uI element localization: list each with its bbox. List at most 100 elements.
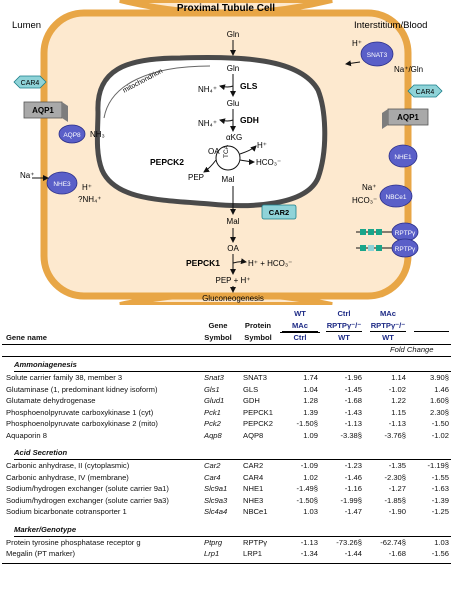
- pep-mito: PEP: [188, 173, 204, 182]
- section-title: Marker/Genotype: [14, 524, 77, 534]
- fold-change-cell: -1.39: [431, 495, 449, 505]
- protein-symbol-cell: RPTPγ: [243, 537, 268, 547]
- fold-change-cell: -1.27: [388, 484, 406, 493]
- fold-change-cell: -1.35: [388, 461, 406, 470]
- col2-bot: WT: [338, 333, 350, 342]
- glu-label: Glu: [227, 99, 239, 108]
- gene-symbol-cell: Car4: [204, 472, 221, 482]
- gene-symbol-cell: Slc4a4: [204, 507, 228, 516]
- fold-change-cell: -1.96: [344, 373, 362, 382]
- car4-left-label: CAR4: [21, 80, 40, 87]
- pep-h-cytoplasm: PEP + H⁺: [216, 276, 251, 285]
- fold-change-cell: -1.50: [431, 419, 449, 428]
- fold-change-cell: -1.13: [344, 419, 362, 428]
- aqp8-label: AQP8: [63, 132, 81, 139]
- fold-change-cell: 3.90§: [429, 373, 449, 382]
- mal-mito: Mal: [222, 175, 235, 184]
- mitochondrion: [94, 54, 328, 209]
- gln-cytoplasm: Gln: [227, 30, 239, 39]
- header-protein-2: Symbol: [244, 333, 272, 342]
- gene-name-cell: Aquaporin 8: [6, 430, 47, 440]
- nhe3-transporter: [46, 171, 78, 195]
- na-nhe3: Na⁺: [20, 171, 34, 180]
- col1-top: WT: [294, 309, 306, 318]
- fold-change-cell: -1.25: [431, 507, 449, 516]
- fold-change-cell: -1.34: [300, 549, 318, 558]
- aqp1-right-label: AQP1: [397, 113, 419, 122]
- na-nbc: Na⁺: [362, 183, 376, 192]
- fold-change-cell: 1.03: [434, 537, 449, 547]
- svg-text:RPTPγ: RPTPγ: [395, 246, 416, 253]
- protein-symbol-cell: CAR4: [243, 472, 264, 482]
- fold-change-cell: 1.04: [303, 384, 318, 394]
- gene-symbol-cell: Glud1: [204, 396, 225, 405]
- fold-change-cell: -2.30§: [384, 472, 406, 482]
- car4-right-label: CAR4: [416, 89, 435, 96]
- gene-name-cell: Glutaminase (1, predominant kidney isofo…: [6, 384, 158, 394]
- gene-symbol-cell: Slc9a3: [204, 495, 228, 505]
- fold-change-cell: 1.60§: [429, 396, 449, 405]
- car4-left: [13, 75, 47, 89]
- protein-symbol-cell: GLS: [243, 384, 259, 394]
- gls-label: GLS: [240, 81, 258, 91]
- gene-name-cell: Megalin (PT marker): [6, 549, 76, 558]
- fold-change-cell: 1.03: [303, 507, 318, 516]
- col1-mid: MAc: [291, 321, 309, 330]
- fold-change-cell: -3.76§: [384, 430, 406, 440]
- fold-change-cell: 1.74: [303, 373, 318, 382]
- fold-change-cell: 1.39: [303, 407, 318, 417]
- gln-mito: Gln: [227, 64, 239, 73]
- figure-title: Proximal Tubule Cell: [177, 3, 275, 14]
- gene-symbol-cell: Pck1: [204, 407, 221, 417]
- gdh-label: GDH: [240, 115, 259, 125]
- nh4-nhe3: ?NH₄⁺: [78, 195, 102, 204]
- akg-label: αKG: [226, 133, 242, 142]
- mal-cytoplasm: Mal: [227, 217, 240, 226]
- fold-change-cell: -1.56: [431, 549, 449, 558]
- section-title: Ammoniagenesis: [14, 360, 77, 369]
- protein-symbol-cell: AQP8: [243, 430, 264, 440]
- header-protein-1: Protein: [244, 321, 272, 330]
- nh3-label: NH₃: [90, 130, 105, 139]
- col2-mid: RPTPγ⁻/⁻: [326, 321, 362, 330]
- fold-change-cell: 1.14: [391, 373, 406, 382]
- nbce1-transporter: [379, 184, 413, 208]
- header-gene-1: Gene: [208, 321, 228, 330]
- nh4-gdh: NH₄⁺: [198, 119, 217, 128]
- gene-name-cell: Sodium/hydrogen exchanger (solute carrie…: [6, 484, 169, 493]
- nhe3-label: NHE3: [53, 181, 71, 188]
- fold-change-cell: -1.68: [388, 549, 406, 558]
- fold-change-cell: -1.13: [388, 419, 406, 428]
- fold-change-cell: -1.55: [431, 472, 449, 482]
- gene-symbol-cell: Ptprg: [204, 537, 223, 547]
- gene-name-cell: Sodium bicarbonate cotransporter 1: [6, 507, 127, 516]
- fold-change-cell: 2.30§: [429, 407, 449, 417]
- fold-change-cell: -1.19§: [427, 461, 449, 470]
- fold-change-cell: -1.47: [344, 507, 362, 516]
- header-gene-2: Symbol: [204, 333, 232, 342]
- gene-name-cell: Sodium/hydrogen exchanger (solute carrie…: [6, 495, 169, 505]
- protein-symbol-cell: NHE1: [243, 484, 264, 493]
- protein-symbol-cell: GDH: [243, 396, 260, 405]
- fold-change-cell: -1.13: [300, 537, 318, 547]
- gene-symbol-cell: Lrp1: [204, 549, 220, 558]
- gene-symbol-cell: Pck2: [204, 419, 221, 428]
- h-nhe3: H⁺: [82, 183, 92, 192]
- col3-bot: WT: [382, 333, 394, 342]
- fold-change-cell: 1.28: [303, 396, 318, 405]
- lumen-label: Lumen: [12, 20, 41, 31]
- gene-name-cell: Phosphoenolpyruvate carboxykinase 1 (cyt…: [6, 407, 154, 417]
- fold-change-cell: -1.90: [388, 507, 406, 516]
- protein-symbol-cell: NHE3: [243, 495, 264, 505]
- protein-symbol-cell: PEPCK1: [243, 407, 273, 417]
- h-hco3-cytoplasm: H⁺ + HCO₃⁻: [248, 259, 292, 268]
- fold-change-cell: 1.22: [391, 396, 406, 405]
- protein-symbol-cell: LRP1: [243, 549, 262, 558]
- oa-cytoplasm: OA: [227, 244, 239, 253]
- fold-change-cell: -1.49§: [296, 484, 318, 493]
- aqp8-transporter: [58, 124, 86, 144]
- col3-mid: RPTPγ⁻/⁻: [370, 321, 406, 330]
- pepck2-label: PEPCK2: [150, 157, 184, 167]
- gene-name-cell: Carbonic anhydrase, IV (membrane): [6, 472, 129, 482]
- fold-change-cell: -1.44: [344, 549, 362, 558]
